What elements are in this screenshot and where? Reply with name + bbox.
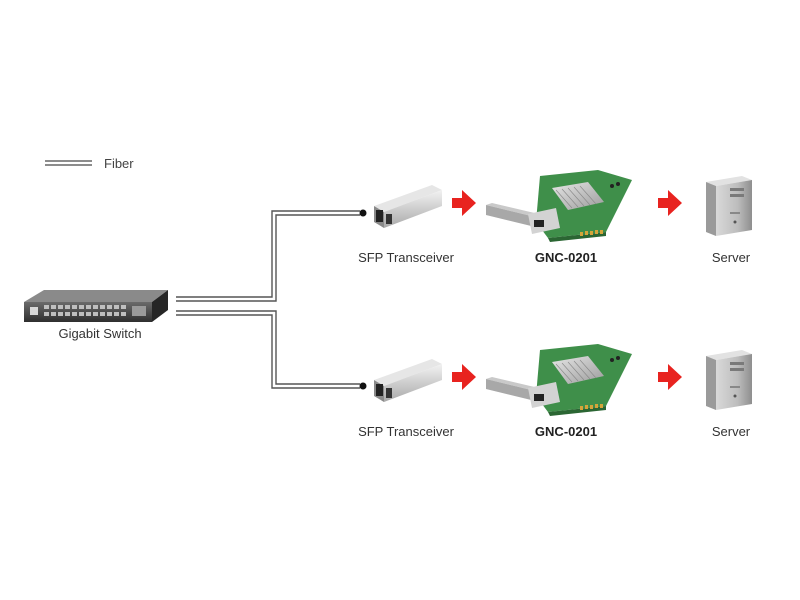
nic-card-icon-bottom [486, 344, 632, 416]
gigabit-switch-label: Gigabit Switch [58, 326, 142, 341]
fiber-endpoint-bottom [359, 382, 367, 390]
flow-arrow-icon-bottom-2 [658, 364, 682, 390]
sfp-transceiver-icon-bottom [374, 359, 442, 402]
gigabit-switch-icon [24, 290, 168, 322]
sfp-transceiver-label-bottom: SFP Transceiver [358, 424, 454, 439]
flow-arrow-icon-bottom-1 [452, 364, 476, 390]
sfp-transceiver-label-top: SFP Transceiver [358, 250, 454, 265]
nic-card-label-top: GNC-0201 [534, 250, 598, 265]
flow-arrow-icon-top-2 [658, 190, 682, 216]
sfp-transceiver-icon-top [374, 185, 442, 228]
nic-card-label-bottom: GNC-0201 [534, 424, 598, 439]
nic-card-icon-top [486, 170, 632, 242]
flow-arrow-icon-top-1 [452, 190, 476, 216]
fiber-endpoint-top [359, 209, 367, 217]
server-label-top: Server [711, 250, 751, 265]
server-label-bottom: Server [711, 424, 751, 439]
fiber-legend-icon [45, 160, 92, 166]
fiber-link-top [176, 210, 360, 302]
fiber-legend-label: Fiber [104, 156, 134, 171]
fiber-link-bottom [176, 310, 360, 389]
server-icon-top [706, 176, 752, 236]
server-icon-bottom [706, 350, 752, 410]
